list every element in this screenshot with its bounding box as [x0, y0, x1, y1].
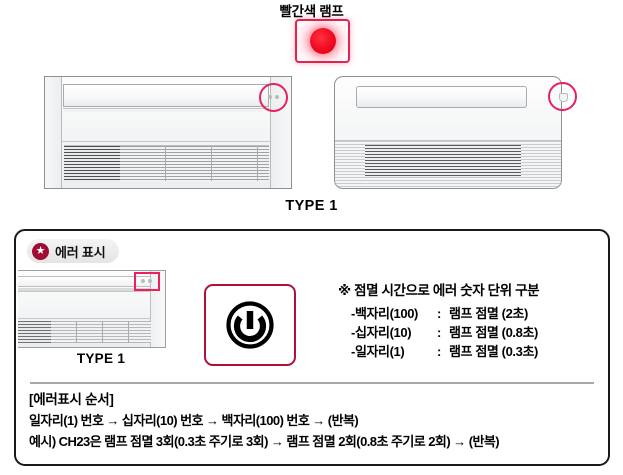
error-display-badge: ★ 에러 표시 — [27, 239, 120, 263]
panel-divider — [30, 382, 594, 384]
blink-timing-dash: - — [351, 325, 355, 340]
unit-led-dots — [268, 95, 279, 99]
blink-timing-separator: : — [437, 325, 441, 340]
blink-timing-separator: : — [437, 344, 441, 359]
led-dot — [148, 279, 152, 283]
blink-timing-value: 램프 점멸 (0.3초) — [449, 344, 538, 359]
star-icon: ★ — [32, 242, 49, 260]
blink-timing-row: -십자리(10) : 램프 점멸 (0.8초) — [338, 323, 606, 342]
power-button-illustration — [204, 284, 296, 366]
blink-timing-row: -백자리(100) : 램프 점멸 (2초) — [338, 304, 606, 323]
blink-timing-dash: - — [351, 344, 355, 359]
display-highlight-rect — [134, 272, 160, 291]
unit-led-dots — [141, 279, 152, 283]
blink-timing-value: 램프 점멸 (0.8초) — [449, 325, 538, 340]
error-sequence-block: [에러표시 순서] 일자리(1) 번호 → 십자리(10) 번호 → 백자리(1… — [29, 389, 598, 452]
type-label-top: TYPE 1 — [285, 198, 338, 214]
unit-vane-seam — [63, 108, 269, 112]
unit-grille-dark — [64, 146, 120, 181]
unit-air-vane — [356, 86, 527, 108]
unit-mid-seam — [18, 318, 151, 319]
unit-led-indicator — [559, 93, 568, 102]
type-label-small: TYPE 1 — [76, 351, 126, 366]
error-sequence-example: 예시) CH23은 램프 점멸 3회(0.3초 주기로 3회) → 램프 점멸 … — [29, 434, 500, 449]
power-icon — [226, 301, 274, 349]
unit-mid-seam — [62, 141, 270, 142]
blink-timing-name: -백자리(100) — [351, 304, 437, 323]
red-lamp-title: 빨간색 램프 — [279, 4, 344, 19]
blink-timing-digit: 십자리(10) — [354, 325, 412, 340]
blink-timing-digit: 일자리(1) — [354, 344, 405, 359]
blink-timing-row: -일자리(1) : 램프 점멸 (0.3초) — [338, 342, 606, 361]
blink-timing-heading: ※ 점멸 시간으로 에러 숫자 단위 구분 — [338, 283, 540, 298]
unit-air-vane — [18, 276, 151, 287]
led-dot — [275, 95, 279, 99]
unit-air-vane — [63, 84, 269, 107]
error-display-panel: ★ 에러 표시 TYPE 1 ※ 점멸 시간으로 에러 숫자 단위 구분 -백자… — [14, 229, 610, 466]
blink-timing-notes: ※ 점멸 시간으로 에러 숫자 단위 구분 -백자리(100) : 램프 점멸 … — [338, 279, 606, 361]
red-lamp-dot — [309, 28, 336, 54]
unit-grille-dark — [18, 321, 51, 343]
unit-vane-seam — [18, 288, 151, 292]
red-lamp-indicator — [295, 19, 350, 63]
ac-unit-wall — [334, 76, 562, 189]
blink-timing-name: -십자리(10) — [351, 323, 437, 342]
error-display-badge-label: 에러 표시 — [55, 244, 106, 260]
blink-timing-name: -일자리(1) — [351, 342, 437, 361]
unit-grille-ticks — [120, 146, 269, 181]
unit-grille-dark — [365, 145, 521, 177]
error-sequence-title: [에러표시 순서] — [29, 392, 114, 407]
blink-timing-value: 램프 점멸 (2초) — [449, 306, 528, 321]
led-dot — [141, 279, 145, 283]
display-highlight-circle-left — [259, 83, 288, 112]
led-dot — [268, 95, 272, 99]
blink-timing-separator: : — [437, 306, 441, 321]
blink-timing-digit: 백자리(100) — [354, 306, 418, 321]
unit-left-panel — [45, 77, 62, 188]
error-sequence-order: 일자리(1) 번호 → 십자리(10) 번호 → 백자리(100) 번호 → (… — [29, 413, 359, 428]
unit-mid-seam — [335, 140, 561, 141]
blink-timing-dash: - — [351, 306, 355, 321]
display-highlight-circle-right — [548, 82, 577, 111]
unit-grille-ticks — [51, 321, 151, 343]
ac-unit-ceiling-floor — [44, 76, 292, 189]
